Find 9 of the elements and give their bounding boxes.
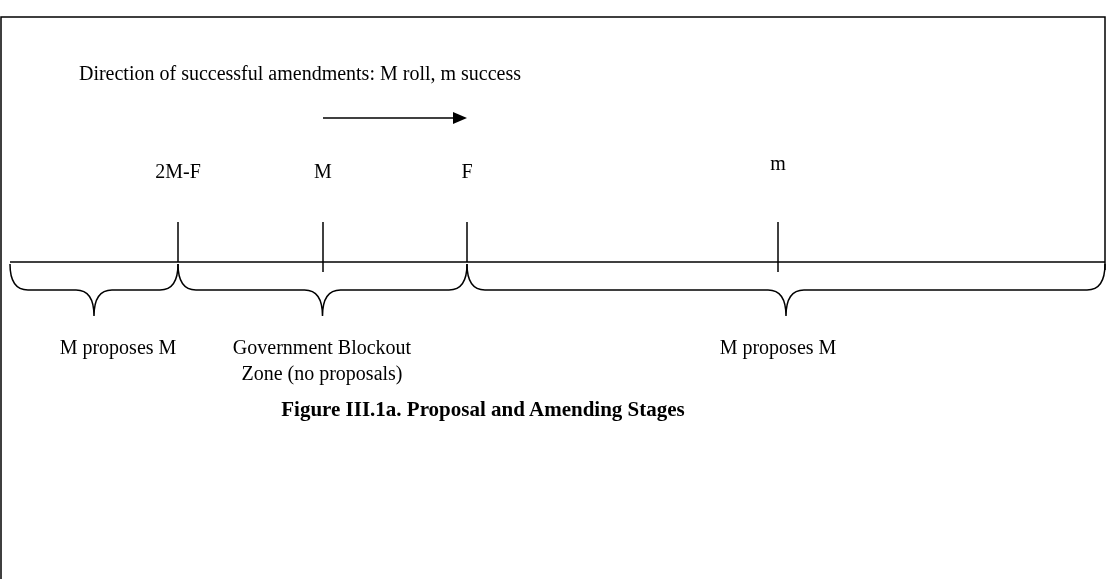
- zone-label: Government Blockout Zone (no proposals): [231, 335, 413, 386]
- zone-label: M proposes M: [718, 335, 838, 360]
- zone-label: M proposes M: [58, 335, 178, 360]
- tick-label: M: [313, 159, 333, 184]
- tick-label: 2M-F: [154, 159, 202, 184]
- tick-label: F: [460, 159, 474, 184]
- annotation-text: Direction of successful amendments: M roll, m success: [77, 61, 523, 86]
- tick-label: m: [769, 151, 787, 176]
- caption: Figure III.1a. Proposal and Amending Stages: [280, 396, 686, 423]
